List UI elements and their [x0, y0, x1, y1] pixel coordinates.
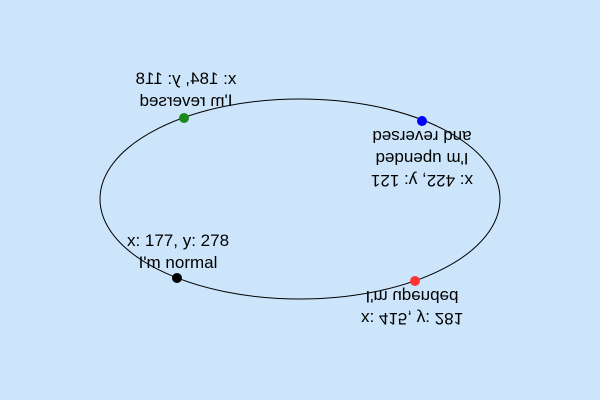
point-upended-caption: I'm upended [365, 287, 459, 306]
point-reversed-coords: x: 184, y: 118 [135, 69, 237, 88]
point-upended-reversed-coords: x: 422, y: 121 [370, 171, 474, 190]
point-reversed-caption: I'm reversed [139, 91, 233, 110]
point-upended-coords: x: 415, y: 281 [360, 309, 464, 328]
point-upended-reversed-caption-1: I'm upended [375, 149, 469, 168]
point-upended-dot[interactable] [410, 276, 420, 286]
point-normal-dot[interactable] [172, 273, 182, 283]
orbit-ellipse [99, 98, 501, 300]
point-upended-reversed-caption-2: and reversed [372, 127, 472, 146]
point-normal-coords: x: 177, y: 278 [126, 231, 230, 250]
point-reversed-dot[interactable] [179, 113, 189, 123]
point-upended-reversed-label: x: 422, y: 121 I'm upended and reversed [357, 125, 487, 191]
point-upended-label: x: 415, y: 281 I'm upended [347, 285, 477, 329]
point-normal-label: x: 177, y: 278 I'm normal [113, 230, 243, 274]
point-upended-reversed-dot[interactable] [417, 116, 427, 126]
point-normal-caption: I'm normal [138, 253, 218, 272]
point-reversed-label: x: 184, y: 118 I'm reversed [121, 68, 251, 112]
